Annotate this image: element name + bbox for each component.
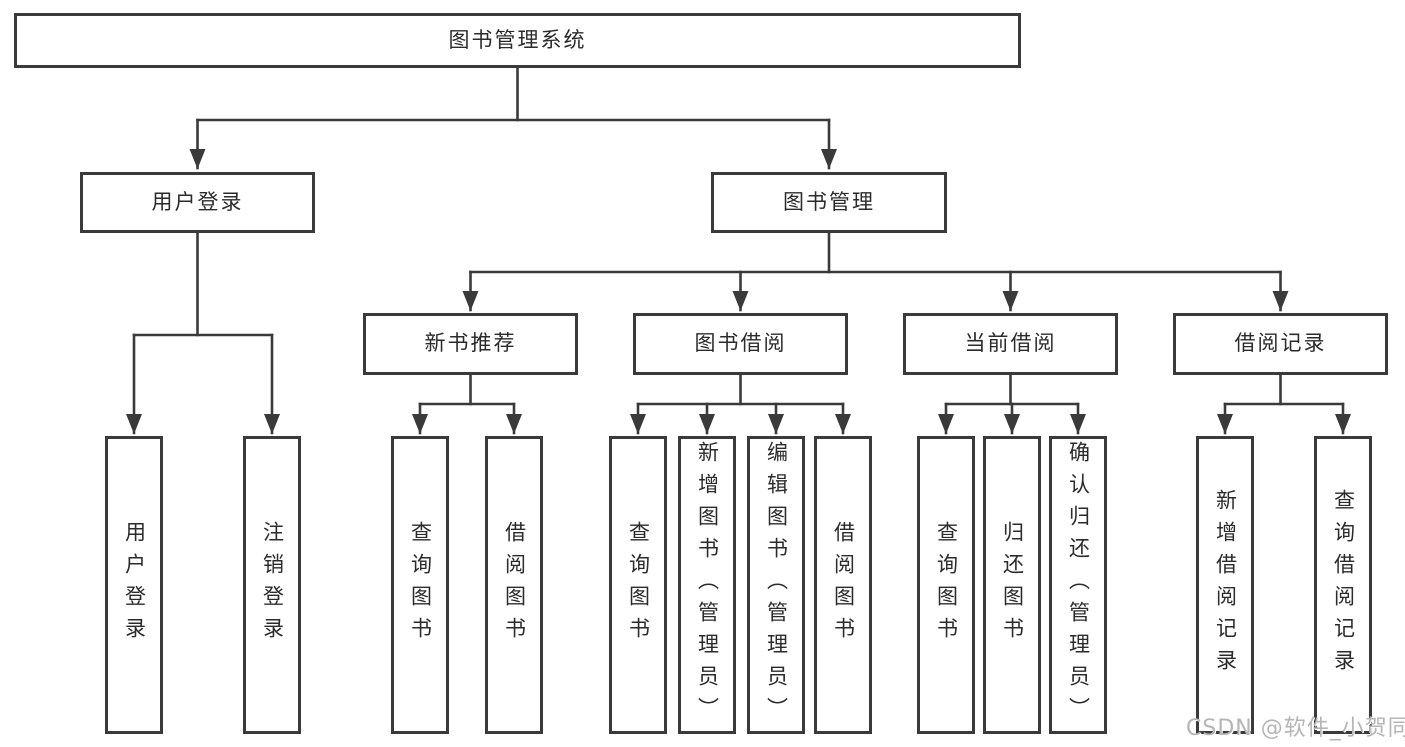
node-current-borrow: 当前借阅 <box>903 313 1118 375</box>
leaf-borrow-edit-books-admin: 编辑图书（管理员） <box>747 436 805 734</box>
node-user-login: 用户登录 <box>80 172 315 233</box>
leaf-current-confirm-return-admin: 确认归还（管理员） <box>1049 436 1107 734</box>
leaf-borrow-borrow-books: 借阅图书 <box>814 436 872 734</box>
node-book-management: 图书管理 <box>711 172 947 233</box>
leaf-current-query-books: 查询图书 <box>917 436 975 734</box>
leaf-logout-login: 注销登录 <box>243 436 301 734</box>
node-borrow-records: 借阅记录 <box>1173 313 1388 375</box>
leaf-user-login: 用户登录 <box>105 436 163 734</box>
node-new-book-recommend: 新书推荐 <box>363 313 578 375</box>
leaf-newbook-borrow-books: 借阅图书 <box>485 436 543 734</box>
leaf-current-return-books: 归还图书 <box>983 436 1041 734</box>
leaf-records-query-borrow-record: 查询借阅记录 <box>1314 436 1372 734</box>
node-library-management-system: 图书管理系统 <box>14 13 1021 68</box>
leaf-newbook-query-books: 查询图书 <box>391 436 449 734</box>
leaf-records-add-borrow-record: 新增借阅记录 <box>1196 436 1254 734</box>
leaf-borrow-add-books-admin: 新增图书（管理员） <box>678 436 736 734</box>
watermark-text: CSDN @软件_小贺同学 <box>1186 716 1405 741</box>
node-book-borrow: 图书借阅 <box>633 313 848 375</box>
leaf-borrow-query-books: 查询图书 <box>609 436 667 734</box>
